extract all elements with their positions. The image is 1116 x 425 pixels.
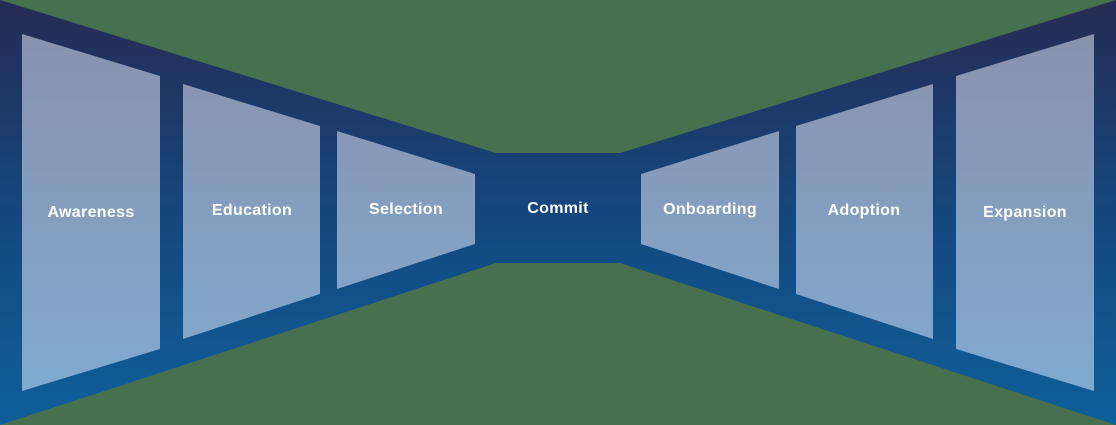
stage-label-awareness: Awareness: [47, 204, 134, 221]
stage-panel-selection: [337, 131, 475, 289]
stage-label-education: Education: [212, 202, 292, 219]
stage-label-adoption: Adoption: [828, 202, 901, 219]
stage-label-selection: Selection: [369, 201, 443, 218]
stage-label-expansion: Expansion: [983, 204, 1067, 221]
stage-panel-onboarding: [641, 131, 779, 289]
stage-panel-education: [183, 84, 320, 339]
stage-panel-expansion: [956, 34, 1094, 391]
stage-label-commit: Commit: [527, 200, 589, 217]
stage-label-onboarding: Onboarding: [663, 201, 757, 218]
stage-panel-awareness: [22, 34, 160, 391]
stage-panel-adoption: [796, 84, 933, 339]
